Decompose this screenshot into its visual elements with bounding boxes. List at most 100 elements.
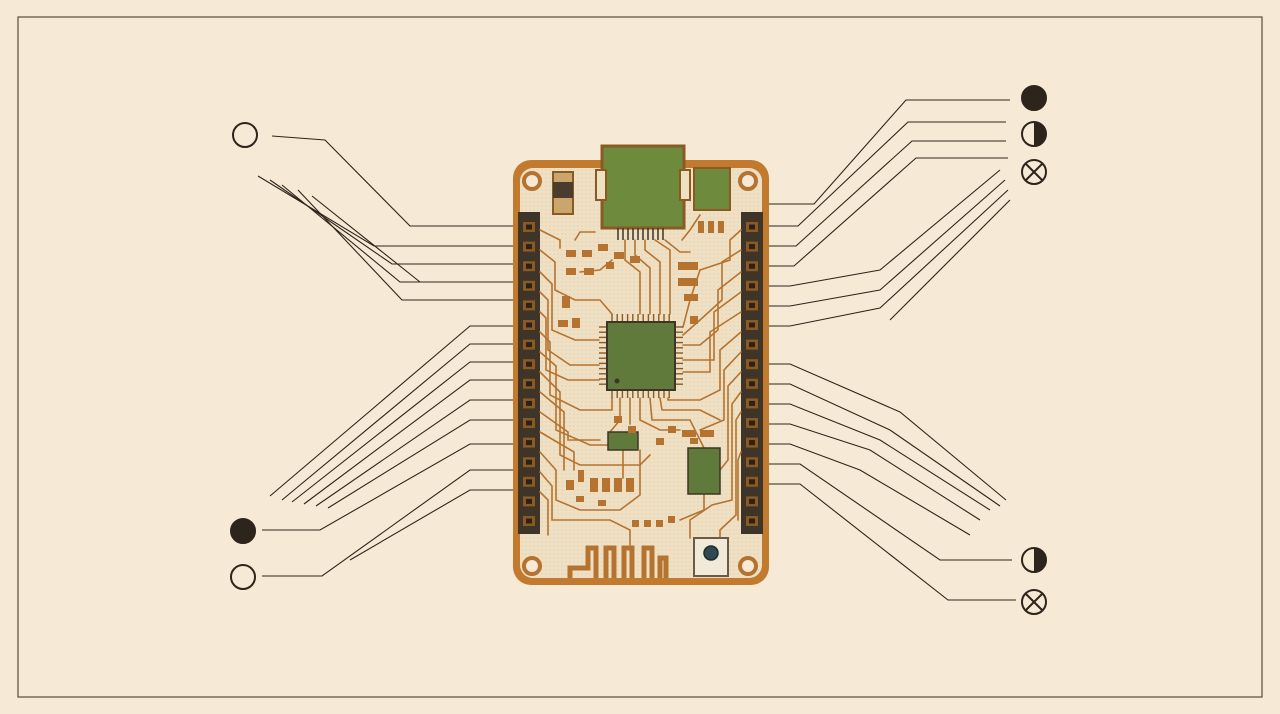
pcb-trace [634,239,651,315]
outer-frame [17,16,1263,698]
pcb-trace [682,229,742,328]
right-header-pin-hole [749,224,755,230]
open-circle-icon [230,564,256,590]
connection-line [311,195,421,283]
smd-part [630,256,640,263]
smd-part [668,426,676,433]
connection-line [257,175,514,247]
half-circle-icon [1021,121,1047,147]
pcb-trace [659,397,721,421]
left-header-pin-hole [526,224,532,230]
voltage-regulator [693,167,731,211]
right-header-pin-hole [749,322,755,328]
pcb-trace [682,311,742,373]
reset-button-cap [703,545,719,561]
mounting-hole-top-left [522,171,542,191]
smd-part [562,296,570,308]
smd-part [682,430,696,437]
right-header-pin-hole [749,498,755,504]
regulator-pad [708,221,714,233]
connection-line [768,189,1009,327]
right-header-pin-hole [749,244,755,250]
left-header-pin-hole [526,361,532,367]
right-header-pin-hole [749,420,755,426]
pcb-trace [539,491,549,536]
smd-part [584,268,594,275]
connection-line [768,483,1016,601]
right-header-pin-hole [749,400,755,406]
smd-part [602,478,610,492]
marker-cross-line [1024,592,1044,612]
pcb-trace [682,291,742,361]
pcb-trace [654,239,671,315]
smd-part [656,520,663,527]
pcb-trace [574,231,596,241]
pcb-trace [539,391,565,471]
crossed-circle-icon [1021,589,1047,615]
left-header-pin-hole [526,342,532,348]
pcb-trace [539,249,613,315]
regulator-pads [698,221,724,233]
smd-part [632,520,639,527]
marker-circle [230,564,256,590]
left-header-pin-hole [526,381,532,387]
reset-button-body [693,537,729,577]
chip-pins [599,314,683,398]
left-header-pin-hole [526,302,532,308]
smd-part [628,426,636,433]
connection-line [768,179,1006,307]
pcb-trace [737,451,742,521]
pcb-trace [719,371,742,471]
connection-line [281,343,514,501]
left-header-pin-hole [526,322,532,328]
smd-part [656,438,664,445]
right-header-pin-hole [749,342,755,348]
left-header-pin-hole [526,283,532,289]
connection-line [768,383,1001,507]
smd-part [572,318,580,328]
regulator-pad [698,221,704,233]
connection-line [271,135,514,227]
connection-line [262,443,514,531]
left-header-pin-hole [526,440,532,446]
pcb-trace [682,249,742,336]
pcb-trace [539,271,600,341]
connection-line [768,140,1006,247]
marker-half-fill [1034,122,1046,146]
marker-circle [232,122,258,148]
pcb-trace [664,239,691,253]
pcb-trace [539,449,641,511]
left-header-pin-hole [526,400,532,406]
mounting-hole-bottom-left [522,556,542,576]
left-header-pin-hole [526,498,532,504]
usb-module [600,144,686,230]
connection-line [269,179,514,265]
regulator-pad [718,221,724,233]
connection-line [327,419,514,509]
connection-line [768,443,971,536]
left-header-pin-hole [526,479,532,485]
legend-markers [230,85,1047,615]
smd-part [668,516,675,523]
left-header-pin-hole [526,263,532,269]
marker-circle [1021,85,1047,111]
pcb-trace [699,351,742,431]
right-header-pin-hole [749,459,755,465]
left-header-pins [523,222,535,526]
pcb-trace [539,291,600,366]
right-header-pin-hole [749,440,755,446]
smd-part [700,430,714,437]
pcb-trace [719,411,742,539]
connection-line [768,157,1008,267]
right-header-pin-hole [749,302,755,308]
left-header-pin-hole [526,244,532,250]
usb-module-notch-right [679,169,691,201]
smd-part [678,278,698,286]
left-header-pin-hole [526,420,532,426]
smd-part [606,262,614,269]
left-pin-header [518,212,540,534]
connection-line [889,199,1011,321]
usb-module-notch-left [595,169,607,201]
pcb-trace [679,493,705,521]
